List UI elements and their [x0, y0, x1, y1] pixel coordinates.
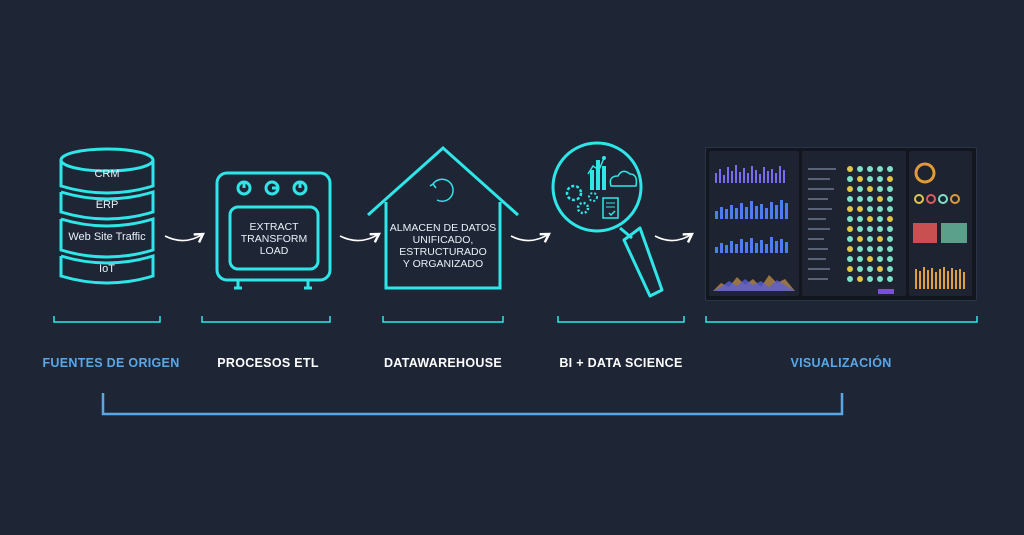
warehouse-line-2: UNIFICADO, [412, 234, 474, 246]
dashboard-dots [808, 166, 894, 294]
dashboard-right-panel [909, 151, 972, 296]
flow-arrows [164, 232, 694, 243]
dashboard-screen [705, 147, 977, 301]
warehouse-line-4: Y ORGANIZADO [402, 258, 484, 270]
stage-label-visualization: VISUALIZACIÓN [790, 356, 892, 370]
warehouse-line-1: ALMACEN DE DATOS [389, 222, 497, 234]
source-crm: CRM [94, 168, 120, 180]
stage-label-sources: FUENTES DE ORIGEN [42, 356, 180, 370]
dashboard-bars [713, 165, 795, 291]
etl-extract: EXTRACT [249, 221, 299, 233]
bottom-bracket [101, 393, 844, 416]
stage-label-etl: PROCESOS ETL [217, 356, 319, 370]
dashboard-gauges [913, 162, 967, 289]
stage-label-warehouse: DATAWAREHOUSE [383, 356, 503, 370]
etl-steps: EXTRACT TRANSFORM LOAD [241, 221, 308, 257]
magnifier-analytics-icon [551, 141, 664, 298]
dashboard-left-panel [709, 151, 799, 296]
dashboard-mid-panel [802, 151, 906, 296]
stage-brackets [53, 316, 978, 323]
source-iot: IoT [99, 263, 115, 275]
warehouse-line-3: ESTRUCTURADO [399, 246, 487, 258]
etl-load: LOAD [259, 245, 289, 257]
warehouse-description: ALMACEN DE DATOS UNIFICADO, ESTRUCTURADO… [390, 222, 496, 270]
house-icon [367, 145, 519, 290]
source-erp: ERP [95, 199, 119, 211]
stage-label-bi: BI + DATA SCIENCE [559, 356, 683, 370]
source-web-traffic: Web Site Traffic [68, 231, 146, 243]
etl-transform: TRANSFORM [240, 233, 308, 245]
oven-icon [215, 171, 332, 290]
database-cylinder-icon [59, 147, 155, 285]
